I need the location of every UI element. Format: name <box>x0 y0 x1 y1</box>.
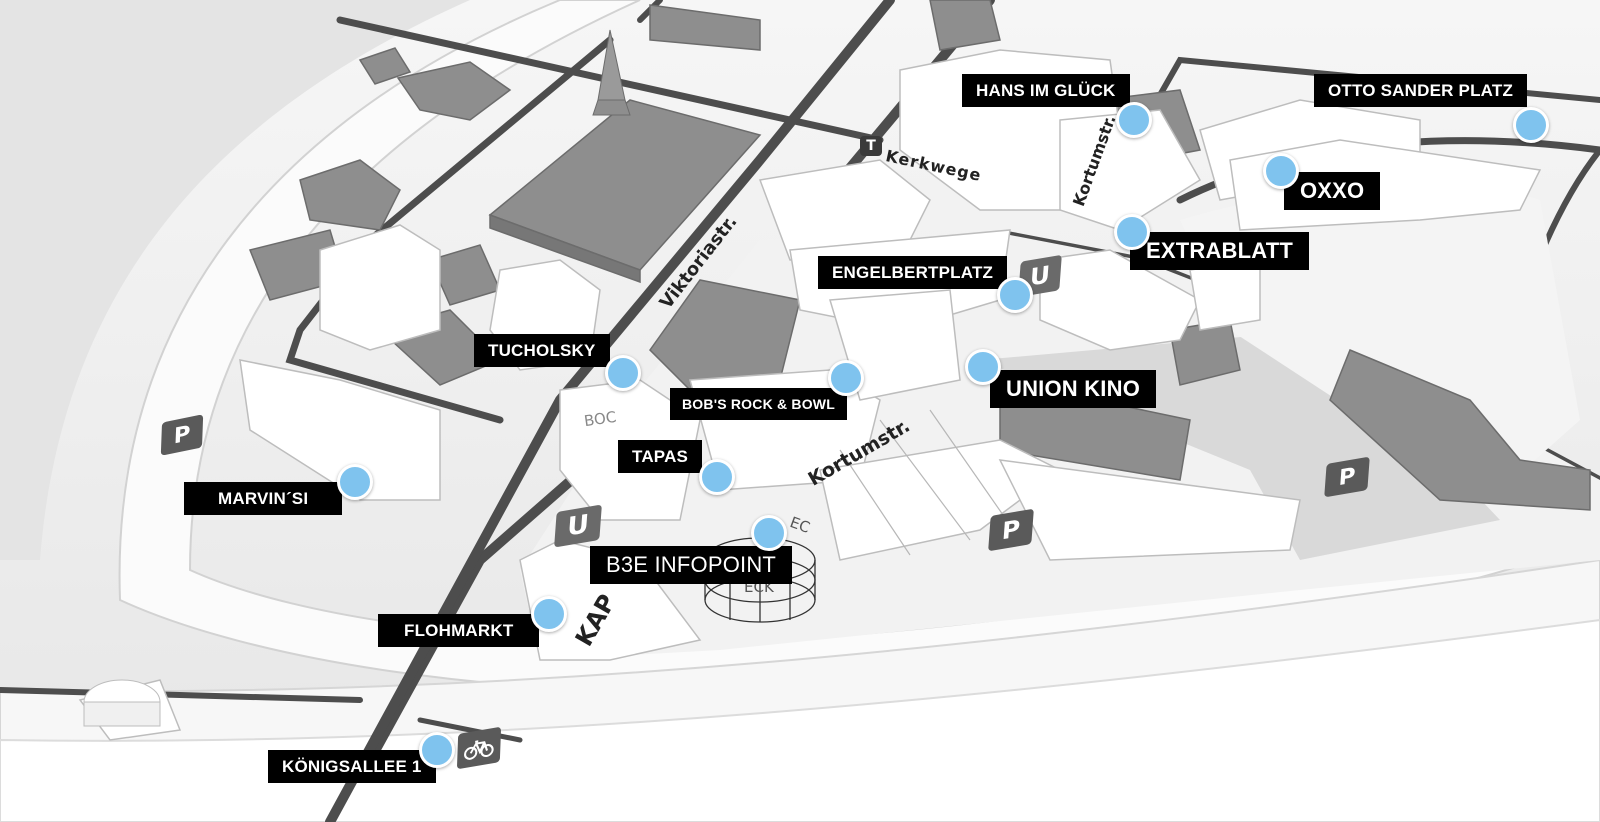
poi-label-flohmarkt[interactable]: FLOHMARKT <box>378 614 540 647</box>
tram-stop-icon: T <box>860 136 882 156</box>
poi-marker-hans-im-glueck[interactable] <box>1116 102 1152 138</box>
ring-road <box>118 0 1600 693</box>
poi-label-bobs-rock-bowl[interactable]: BOB'S ROCK & BOWL <box>670 388 847 420</box>
poi-label-extrablatt[interactable]: EXTRABLATT <box>1130 232 1310 270</box>
poi-marker-b3e-infopoint[interactable] <box>751 515 787 551</box>
ring-road-outer <box>0 0 470 560</box>
poi-marker-koenigsallee-1[interactable] <box>419 732 455 768</box>
poi-label-union-kino[interactable]: UNION KINO <box>990 370 1156 408</box>
poi-label-b3e-infopoint[interactable]: B3E INFOPOINT <box>590 546 793 584</box>
poi-marker-otto-sander-platz[interactable] <box>1513 107 1549 143</box>
poi-label-tapas[interactable]: TAPAS <box>618 440 703 473</box>
poi-label-hans-im-glueck[interactable]: HANS IM GLÜCK <box>962 74 1130 107</box>
poi-marker-tucholsky[interactable] <box>605 355 641 391</box>
bicycle-icon <box>464 740 494 760</box>
poi-label-tucholsky[interactable]: TUCHOLSKY <box>474 334 610 367</box>
poi-label-otto-sander-platz[interactable]: OTTO SANDER PLATZ <box>1314 74 1528 107</box>
poi-marker-union-kino[interactable] <box>965 349 1001 385</box>
poi-label-koenigsallee-1[interactable]: KÖNIGSALLEE 1 <box>268 750 436 783</box>
poi-label-marvinsi[interactable]: MARVIN´SI <box>184 482 343 515</box>
church <box>592 29 631 116</box>
poi-label-engelbertplatz[interactable]: ENGELBERTPLATZ <box>818 256 1008 289</box>
poi-marker-flohmarkt[interactable] <box>531 596 567 632</box>
parking-lines <box>839 409 1011 556</box>
poi-marker-extrablatt[interactable] <box>1114 214 1150 250</box>
poi-marker-engelbertplatz[interactable] <box>997 277 1033 313</box>
poi-label-oxxo[interactable]: OXXO <box>1284 172 1381 210</box>
poi-marker-tapas[interactable] <box>699 459 735 495</box>
bicycle-parking-icon <box>456 726 502 770</box>
poi-marker-bobs-rock-bowl[interactable] <box>828 360 864 396</box>
small-rotunda <box>83 679 161 727</box>
poi-marker-marvinsi[interactable] <box>337 464 373 500</box>
poi-marker-oxxo[interactable] <box>1263 153 1299 189</box>
